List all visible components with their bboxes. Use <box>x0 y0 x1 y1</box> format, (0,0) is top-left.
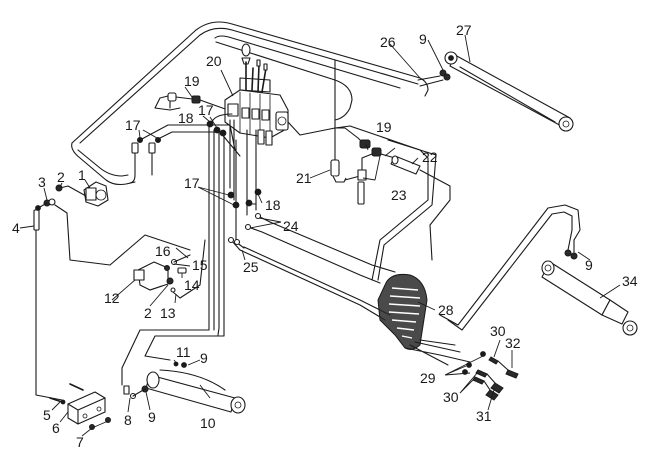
callout-15: 15 <box>192 257 208 273</box>
callout-21: 21 <box>296 170 312 186</box>
callout-18-middle: 18 <box>265 197 281 213</box>
lift-cylinder <box>123 361 246 414</box>
chain-end-fittings <box>462 351 519 401</box>
callout-34: 34 <box>622 273 638 289</box>
callout-5: 5 <box>43 407 51 423</box>
valve-port-fittings <box>206 113 233 137</box>
callout-11: 11 <box>176 344 191 360</box>
callout-19-right: 19 <box>376 119 392 135</box>
callout-17-middle: 17 <box>184 175 200 191</box>
callout-17-left: 17 <box>125 117 141 133</box>
callout-8: 8 <box>124 412 132 428</box>
callout-9-tilt: 9 <box>585 257 593 273</box>
callout-22: 22 <box>422 149 438 165</box>
cable-drag-chain <box>377 274 471 366</box>
callout-27: 27 <box>456 22 472 38</box>
callout-26: 26 <box>380 34 396 50</box>
callout-19-left: 19 <box>184 73 200 89</box>
callout-30-upper: 30 <box>490 323 506 339</box>
callout-2: 2 <box>57 169 65 185</box>
callout-16: 16 <box>155 243 171 259</box>
boom-cylinder <box>417 51 574 132</box>
callout-9-boom: 9 <box>419 31 427 47</box>
callout-25: 25 <box>243 259 259 275</box>
callout-labels: 1 2 3 4 5 6 7 8 9 10 11 9 12 2 13 14 15 … <box>12 22 638 450</box>
callout-23: 23 <box>391 187 407 203</box>
callout-2-steering: 2 <box>144 305 152 321</box>
callout-13: 13 <box>160 305 176 321</box>
callout-4: 4 <box>12 220 20 236</box>
upper-hose-loop <box>71 21 429 186</box>
callout-29: 29 <box>420 370 436 386</box>
callout-28: 28 <box>438 302 454 318</box>
callout-31: 31 <box>476 408 492 424</box>
callout-9-lift-cylinder-top: 9 <box>200 350 208 366</box>
hose-19-left <box>154 92 229 111</box>
vertical-hose-bundle <box>121 119 271 386</box>
filter-block <box>49 383 111 430</box>
callout-32: 32 <box>505 335 521 351</box>
callout-6: 6 <box>52 420 60 436</box>
callout-20: 20 <box>206 53 222 69</box>
hydraulic-pump <box>59 181 109 207</box>
steering-valve <box>133 239 206 299</box>
right-fittings-group <box>330 59 451 261</box>
callout-18-valve: 18 <box>178 110 194 126</box>
callout-10: 10 <box>200 415 216 431</box>
hoses-17-left <box>129 124 241 184</box>
callout-17-valve: 17 <box>198 102 214 118</box>
tilt-cylinder <box>439 204 638 336</box>
callout-3: 3 <box>38 174 46 190</box>
callout-7: 7 <box>76 434 84 450</box>
leader-lines <box>19 34 621 437</box>
callout-24: 24 <box>283 218 299 234</box>
callout-30-lower: 30 <box>443 389 459 405</box>
control-valve <box>224 43 351 146</box>
callout-9-lift-cylinder-bottom: 9 <box>148 409 156 425</box>
callout-1: 1 <box>78 167 86 183</box>
callout-12: 12 <box>104 290 120 306</box>
callout-14: 14 <box>184 277 200 293</box>
